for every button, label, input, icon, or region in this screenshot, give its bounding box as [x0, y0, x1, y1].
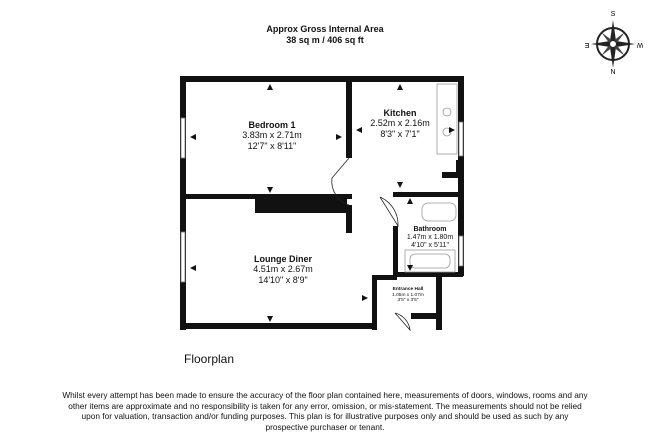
- area-title: Approx Gross Internal Area: [266, 24, 384, 34]
- gross-area-heading: Approx Gross Internal Area 38 sq m / 406…: [0, 24, 650, 46]
- room-metric: 1.05m x 1.07m: [392, 292, 424, 298]
- compass-icon: S N E W: [584, 11, 643, 76]
- room-kitchen: Kitchen 2.52m x 2.16m 8'3" x 7'1": [360, 108, 440, 139]
- floorplan-caption: Floorplan: [184, 352, 235, 366]
- room-imperial: 4'10" x 5'11": [411, 242, 449, 250]
- compass-east: E: [584, 41, 589, 48]
- room-imperial: 3'5" x 3'6": [397, 298, 419, 304]
- windows: [180, 117, 464, 283]
- room-name: Lounge Diner: [254, 254, 312, 264]
- room-name: Entrance Hall: [392, 287, 424, 292]
- room-name: Bathroom: [413, 226, 447, 233]
- area-value: 38 sq m / 406 sq ft: [286, 35, 364, 45]
- disclaimer-text: Whilst every attempt has been made to en…: [62, 390, 588, 432]
- compass-north: N: [610, 69, 615, 76]
- fixtures: [404, 83, 458, 273]
- room-imperial: 12'7" x 8'11": [247, 140, 297, 151]
- room-metric: 4.51m x 2.67m: [253, 264, 313, 275]
- room-metric: 2.52m x 2.16m: [370, 118, 430, 129]
- measurement-arrows: [190, 84, 455, 322]
- room-imperial: 14'10" x 8'9": [258, 274, 308, 285]
- room-entrance-hall: Entrance Hall 1.05m x 1.07m 3'5" x 3'6": [380, 287, 436, 304]
- walls: [180, 76, 464, 330]
- doors: [331, 157, 411, 332]
- compass-south: S: [611, 11, 616, 18]
- room-bedroom-1: Bedroom 1 3.83m x 2.71m 12'7" x 8'11": [232, 120, 312, 151]
- room-metric: 1.47m x 1.80m: [406, 234, 454, 242]
- room-name: Kitchen: [383, 108, 417, 118]
- room-imperial: 8'3" x 7'1": [380, 128, 420, 139]
- room-metric: 3.83m x 2.71m: [242, 130, 302, 141]
- room-lounge-diner: Lounge Diner 4.51m x 2.67m 14'10" x 8'9": [233, 254, 333, 285]
- room-bathroom: Bathroom 1.47m x 1.80m 4'10" x 5'11": [398, 226, 462, 250]
- compass-west: W: [636, 41, 643, 48]
- room-name: Bedroom 1: [248, 120, 296, 130]
